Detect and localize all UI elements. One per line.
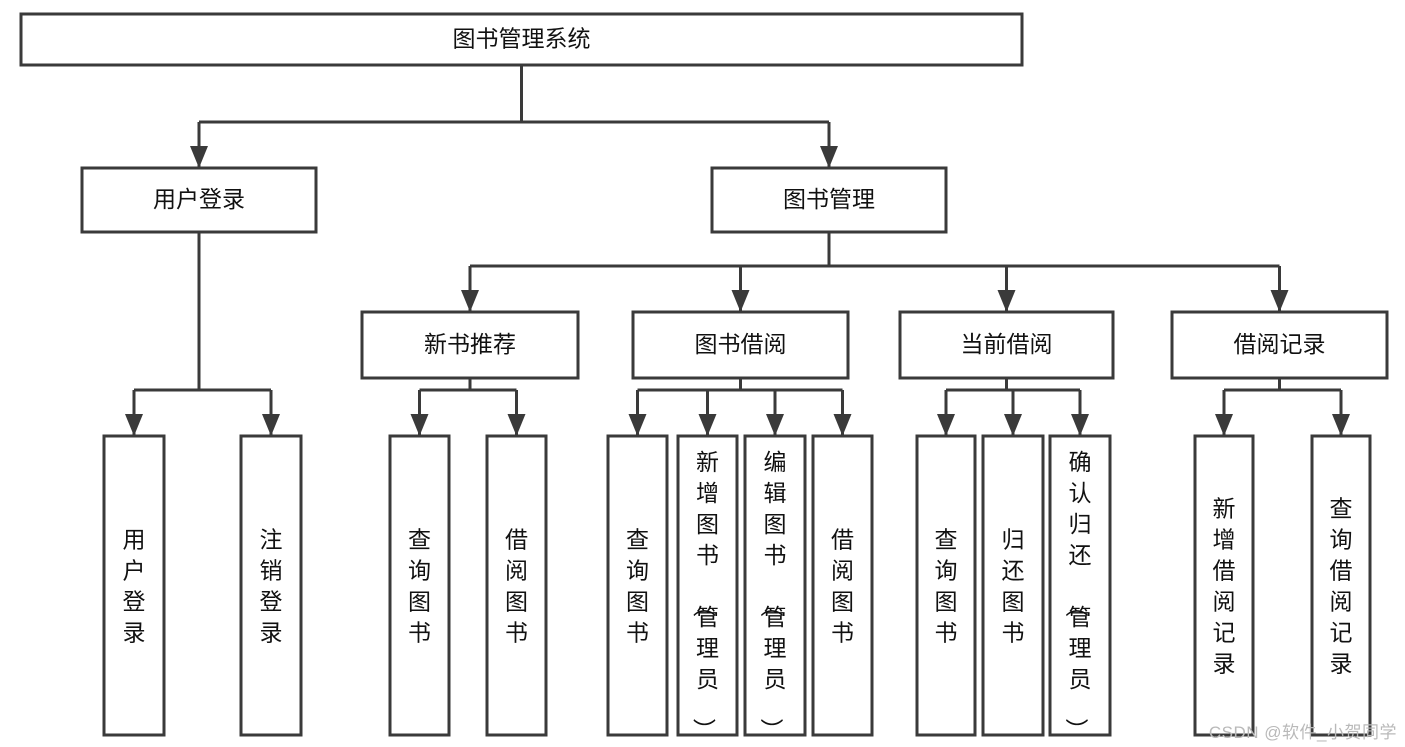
node-l8[interactable]: 借阅图书 <box>811 434 874 737</box>
node-box-l1[interactable] <box>102 434 166 737</box>
node-current[interactable]: 当前借阅 <box>898 310 1115 380</box>
node-l13[interactable]: 查询借阅记录 <box>1310 434 1372 737</box>
node-l2[interactable]: 注销登录 <box>239 434 303 737</box>
edge-arrowhead <box>410 414 429 436</box>
node-box-login[interactable] <box>80 166 318 234</box>
edge-arrowhead <box>766 414 784 436</box>
edge-arrowhead <box>507 414 526 436</box>
node-box-l9[interactable] <box>915 434 977 737</box>
edge-arrowhead <box>731 290 750 312</box>
node-label-l2: 注销登录 <box>260 527 283 646</box>
node-box-l4[interactable] <box>485 434 548 737</box>
node-box-bookmgmt[interactable] <box>710 166 948 234</box>
node-label-l4: 借阅图书 <box>505 527 528 646</box>
node-l4[interactable]: 借阅图书 <box>485 434 548 737</box>
edges-layer <box>125 65 1350 436</box>
edge-group-root <box>190 65 838 168</box>
node-box-l13[interactable] <box>1310 434 1372 737</box>
node-borrow[interactable]: 图书借阅 <box>631 310 850 380</box>
node-label-l7: 编辑图书（管理员） <box>759 449 787 741</box>
node-label-l5: 查询图书 <box>626 527 649 646</box>
node-box-l2[interactable] <box>239 434 303 737</box>
node-box-l8[interactable] <box>811 434 874 737</box>
node-label-newbook: 新书推荐 <box>424 331 516 357</box>
node-label-login: 用户登录 <box>153 186 245 212</box>
node-box-l7[interactable] <box>743 434 807 737</box>
node-box-l12[interactable] <box>1193 434 1255 737</box>
node-box-l6[interactable] <box>676 434 739 737</box>
node-label-l13: 查询借阅记录 <box>1330 496 1353 677</box>
node-label-borrow: 图书借阅 <box>695 331 787 357</box>
edge-arrowhead <box>698 414 717 436</box>
node-label-root: 图书管理系统 <box>453 26 591 52</box>
edge-arrowhead <box>937 414 955 436</box>
node-box-borrow[interactable] <box>631 310 850 380</box>
node-box-l10[interactable] <box>981 434 1045 737</box>
node-l1[interactable]: 用户登录 <box>102 434 166 737</box>
node-box-l11[interactable] <box>1048 434 1112 737</box>
edge-arrowhead <box>125 414 143 436</box>
nodes-layer: 图书管理系统用户登录图书管理新书推荐图书借阅当前借阅借阅记录用户登录注销登录查询… <box>19 12 1389 741</box>
node-root[interactable]: 图书管理系统 <box>19 12 1024 67</box>
node-box-l5[interactable] <box>606 434 669 737</box>
node-label-record: 借阅记录 <box>1234 331 1326 357</box>
node-label-bookmgmt: 图书管理 <box>783 186 875 212</box>
node-bookmgmt[interactable]: 图书管理 <box>710 166 948 234</box>
node-label-l1: 用户登录 <box>123 527 146 646</box>
node-l3[interactable]: 查询图书 <box>388 434 451 737</box>
node-box-current[interactable] <box>898 310 1115 380</box>
watermark-label: CSDN @软件_小贺同学 <box>1208 723 1397 742</box>
node-l9[interactable]: 查询图书 <box>915 434 977 737</box>
node-l10[interactable]: 归还图书 <box>981 434 1045 737</box>
node-newbook[interactable]: 新书推荐 <box>360 310 580 380</box>
edge-group-borrow <box>628 378 852 436</box>
edge-arrowhead <box>262 414 280 436</box>
node-l12[interactable]: 新增借阅记录 <box>1193 434 1255 737</box>
edge-arrowhead <box>461 290 479 312</box>
node-label-current: 当前借阅 <box>961 331 1053 357</box>
edge-group-newbook <box>410 378 526 436</box>
node-l7[interactable]: 编辑图书（管理员） <box>743 434 807 741</box>
edge-arrowhead <box>997 290 1016 312</box>
node-l5[interactable]: 查询图书 <box>606 434 669 737</box>
edge-arrowhead <box>1332 414 1350 436</box>
edge-arrowhead <box>190 146 208 168</box>
edge-group-record <box>1215 378 1350 436</box>
node-label-l11: 确认归还（管理员） <box>1064 449 1092 741</box>
node-box-record[interactable] <box>1170 310 1389 380</box>
node-record[interactable]: 借阅记录 <box>1170 310 1389 380</box>
node-box-l3[interactable] <box>388 434 451 737</box>
node-l6[interactable]: 新增图书（管理员） <box>676 434 739 741</box>
node-box-root[interactable] <box>19 12 1024 67</box>
edge-group-current <box>937 378 1089 436</box>
edge-arrowhead <box>820 146 838 168</box>
node-label-l10: 归还图书 <box>1002 527 1025 646</box>
edge-arrowhead <box>1071 414 1089 436</box>
edge-arrowhead <box>628 414 647 436</box>
node-label-l8: 借阅图书 <box>831 527 854 646</box>
edge-arrowhead <box>1004 414 1022 436</box>
edge-arrowhead <box>1215 414 1233 436</box>
node-label-l12: 新增借阅记录 <box>1213 496 1236 677</box>
edge-arrowhead <box>1270 290 1289 312</box>
node-login[interactable]: 用户登录 <box>80 166 318 234</box>
edge-group-bookmgmt <box>461 232 1289 312</box>
node-label-l3: 查询图书 <box>408 527 431 646</box>
node-box-newbook[interactable] <box>360 310 580 380</box>
node-l11[interactable]: 确认归还（管理员） <box>1048 434 1112 741</box>
node-label-l9: 查询图书 <box>935 527 958 646</box>
node-label-l6: 新增图书（管理员） <box>691 449 719 741</box>
edge-group-login <box>125 232 280 436</box>
edge-arrowhead <box>833 414 852 436</box>
